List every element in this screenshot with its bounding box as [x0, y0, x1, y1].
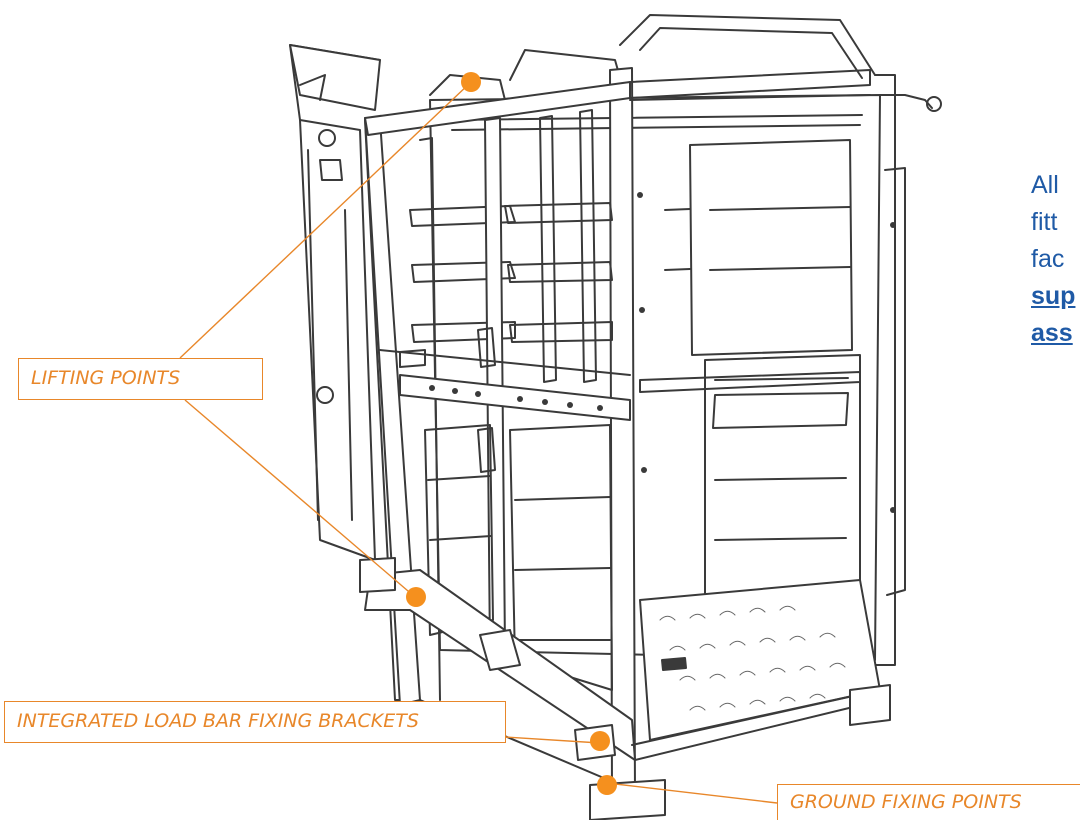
- side-note-line: All: [1031, 171, 1059, 199]
- marker-lifting-top: [461, 72, 481, 92]
- ground-fixing-points-callout: GROUND FIXING POINTS: [777, 784, 1080, 820]
- marker-lifting-bottom: [406, 587, 426, 607]
- marker-ground: [597, 775, 617, 795]
- side-note-link[interactable]: ass: [1031, 319, 1073, 347]
- left-side-panel: [299, 119, 376, 561]
- side-note-link[interactable]: sup: [1031, 282, 1076, 310]
- lifting-points-callout: LIFTING POINTS: [18, 358, 263, 400]
- side-note-text: All fitt fac sup ass: [1031, 167, 1080, 387]
- marker-load-bar: [590, 731, 610, 751]
- side-note-line: fac: [1031, 245, 1065, 273]
- side-note-line: fitt: [1031, 208, 1058, 236]
- load-bar-brackets-callout: INTEGRATED LOAD BAR FIXING BRACKETS: [4, 701, 506, 743]
